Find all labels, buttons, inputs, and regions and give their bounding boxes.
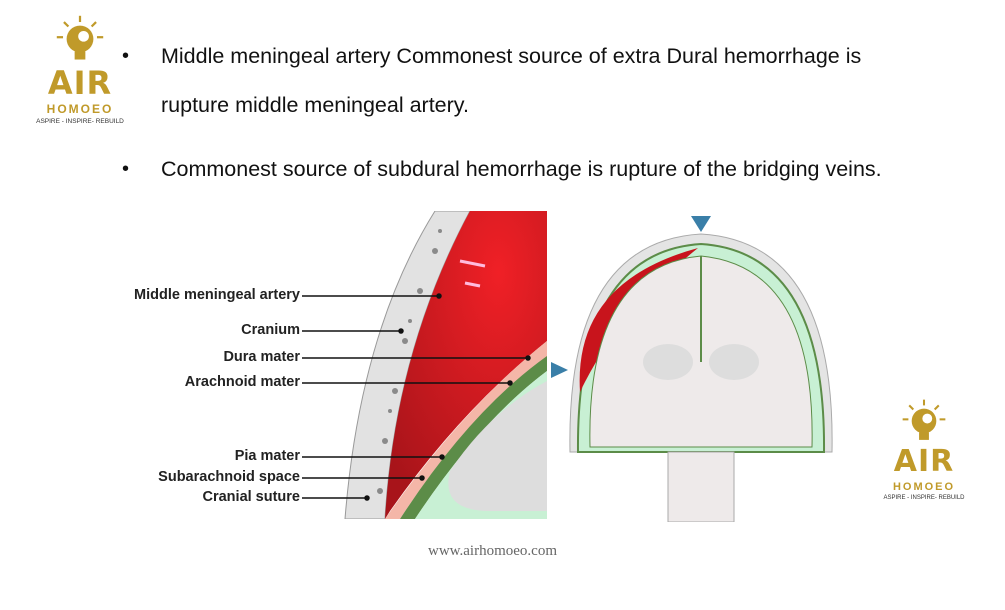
bulb-icon (902, 399, 946, 440)
label-middle-meningeal-artery: Middle meningeal artery (134, 287, 300, 303)
logo-tagline: ASPIRE - INSPIRE- REBUILD (36, 118, 124, 125)
bullet-2-symbol: • (122, 158, 130, 180)
label-cranial-suture: Cranial suture (202, 489, 301, 505)
bullet-1-line2: rupture middle meningeal artery. (161, 93, 469, 117)
bullet-1-symbol: • (122, 45, 130, 67)
pointer-arrow-top-icon (691, 216, 711, 232)
label-arachnoid-mater: Arachnoid mater (184, 374, 300, 390)
footer-website: www.airhomoeo.com (428, 543, 557, 559)
bullet-1-line1: Middle meningeal artery Commonest source… (161, 44, 862, 68)
coronal-brain-illustration (551, 216, 833, 522)
label-dura-mater: Dura mater (223, 349, 300, 365)
logo-brand: AIR (47, 64, 113, 102)
bullet-2-line1: Commonest source of subdural hemorrhage … (161, 157, 882, 181)
logo-brand: AIR (893, 444, 955, 479)
pointer-arrow-left-icon (551, 362, 568, 378)
bulb-icon (56, 15, 104, 60)
label-pia-mater: Pia mater (234, 448, 300, 464)
brand-logo-bottom: AIR HOMOEO ASPIRE - INSPIRE- REBUILD (878, 398, 970, 503)
epidural-cross-section-illustration (344, 211, 547, 519)
logo-tagline: ASPIRE - INSPIRE- REBUILD (883, 495, 965, 501)
logo-sub: HOMOEO (46, 102, 114, 116)
label-subarachnoid-space: Subarachnoid space (158, 469, 300, 485)
label-cranium: Cranium (241, 322, 300, 338)
logo-sub: HOMOEO (892, 481, 956, 493)
brand-logo-top: AIR HOMOEO ASPIRE - INSPIRE- REBUILD (30, 14, 130, 127)
